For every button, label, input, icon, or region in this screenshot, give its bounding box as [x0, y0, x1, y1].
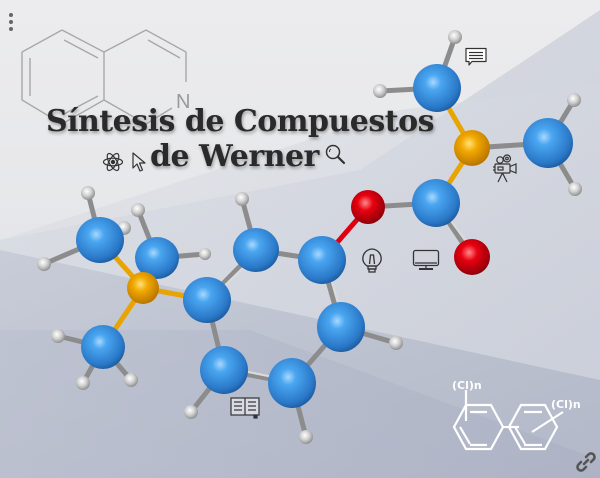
comment-bubble-icon[interactable]: [464, 47, 488, 69]
quinoline-n-label: N: [176, 91, 190, 113]
pcb-label-right: (Cl)n: [551, 398, 581, 411]
link-icon[interactable]: [575, 451, 597, 473]
more-vertical-icon[interactable]: [7, 13, 15, 33]
page-title-line1: Síntesis de Compuestos: [45, 104, 435, 139]
monitor-icon[interactable]: [412, 249, 440, 273]
movie-camera-icon[interactable]: [491, 154, 519, 184]
magnifier-icon[interactable]: [324, 143, 346, 165]
pcb-label-left: (Cl)n: [452, 379, 482, 392]
open-book-icon[interactable]: [230, 397, 260, 419]
lightbulb-icon[interactable]: [361, 247, 383, 275]
page-title-line2: de Werner: [150, 139, 319, 174]
cursor-pointer-icon[interactable]: [131, 151, 147, 173]
atom-icon[interactable]: [102, 151, 124, 173]
